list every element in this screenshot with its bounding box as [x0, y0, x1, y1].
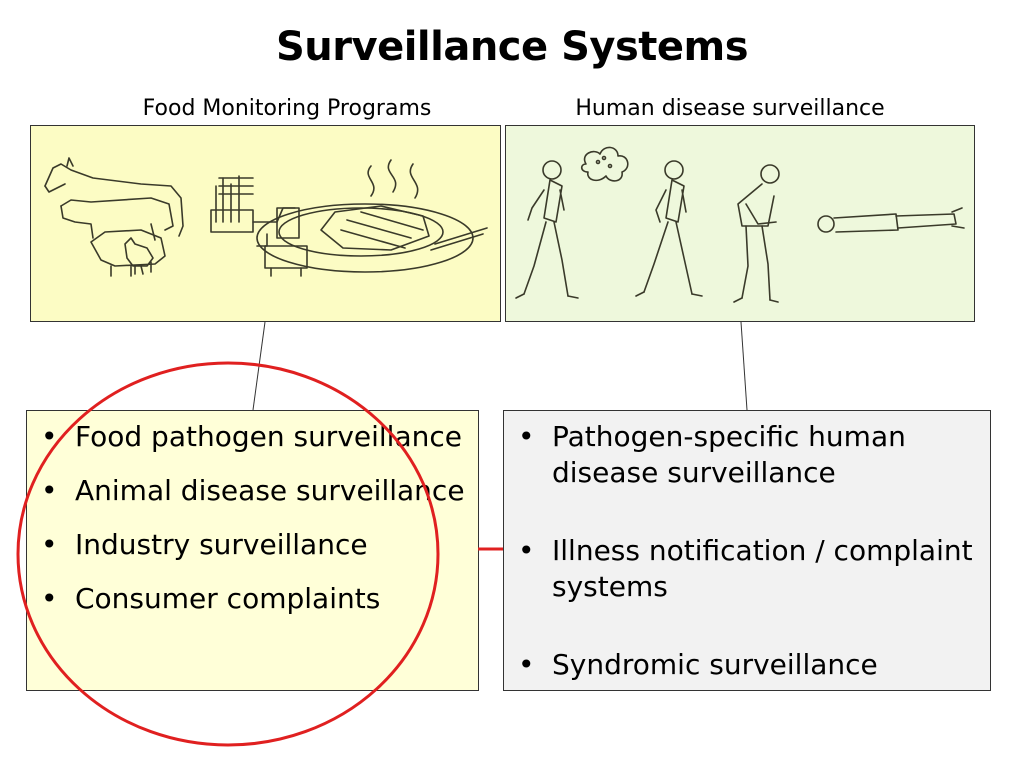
list-item-text: Pathogen-specific human disease surveill…	[552, 420, 906, 489]
human-disease-illustration	[505, 125, 975, 322]
list-item: • Consumer complaints	[27, 581, 478, 617]
human-surveillance-list: • Pathogen-specific human disease surveil…	[504, 411, 990, 683]
food-monitoring-heading: Food Monitoring Programs	[142, 96, 432, 121]
steak-plate-icon	[256, 159, 488, 273]
human-surveillance-panel: • Pathogen-specific human disease surveil…	[503, 410, 991, 691]
list-item: • Pathogen-specific human disease surveil…	[504, 419, 990, 491]
food-monitoring-panel: • Food pathogen surveillance • Animal dise…	[26, 410, 479, 691]
lab-apparatus-icon	[210, 175, 308, 277]
horse-icon	[44, 157, 184, 237]
list-item: • Food pathogen surveillance	[27, 419, 478, 455]
food-monitoring-illustration	[30, 125, 501, 322]
list-item: • Syndromic surveillance	[504, 647, 990, 683]
lying-person-icon	[817, 207, 965, 233]
list-item-text: Consumer complaints	[75, 582, 381, 615]
walking-person-icon	[515, 160, 579, 299]
germ-cloud-icon	[580, 146, 629, 182]
pig-icon	[90, 229, 166, 277]
bullet: •	[518, 420, 535, 453]
list-item: • Animal disease surveillance	[27, 473, 478, 509]
list-item-text: Industry surveillance	[75, 528, 368, 561]
list-item-text: Animal disease surveillance	[75, 474, 465, 507]
list-item-text: Illness notification / complaint systems	[552, 534, 973, 603]
slide-title: Surveillance Systems	[275, 24, 749, 70]
walking-person-icon	[635, 160, 703, 297]
cow-icon	[60, 197, 174, 241]
bullet: •	[41, 528, 58, 561]
right-connector-line	[740, 321, 748, 411]
chicken-icon	[124, 237, 154, 275]
bullet: •	[518, 534, 535, 567]
bullet: •	[41, 474, 58, 507]
left-connector-line	[252, 321, 266, 411]
bullet: •	[41, 582, 58, 615]
sick-person-icon	[733, 164, 780, 303]
bullet: •	[518, 648, 535, 681]
human-surveillance-heading: Human disease surveillance	[575, 96, 885, 121]
food-monitoring-list: • Food pathogen surveillance • Animal dise…	[27, 411, 478, 617]
list-item: • Illness notification / complaint system…	[504, 533, 990, 605]
list-item: • Industry surveillance	[27, 527, 478, 563]
bullet: •	[41, 420, 58, 453]
list-item-text: Syndromic surveillance	[552, 648, 878, 681]
list-item-text: Food pathogen surveillance	[75, 420, 462, 453]
